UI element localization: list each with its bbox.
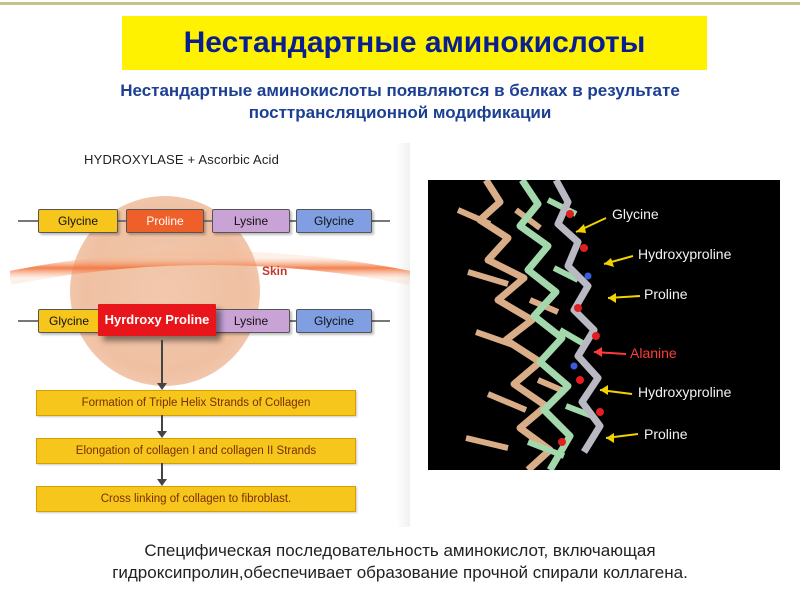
chain-top-proline: Proline (126, 209, 204, 233)
arrow-2-head (157, 431, 167, 438)
top-rule (0, 2, 800, 5)
hydroxyproline-box: Hyrdroxy Proline (98, 304, 216, 336)
step-2: Elongation of collagen I and collagen II… (36, 438, 356, 464)
slide-title: Нестандартные аминокислоты (183, 26, 646, 59)
collagen-molecule-image (456, 180, 641, 470)
subtitle-line-2: посттрансляционной модификации (248, 103, 552, 122)
molecule-label-proline-1: Proline (644, 286, 688, 302)
title-highlight (122, 16, 707, 70)
enzyme-label: HYDROXYLASE + Ascorbic Acid (84, 152, 280, 167)
subtitle-line-1: Нестандартные аминокислоты появляются в … (120, 81, 680, 100)
slide-caption: Специфическая последовательность аминоки… (20, 540, 780, 584)
arrow-1-head (157, 383, 167, 390)
chain-top-glycine-2: Glycine (296, 209, 372, 233)
arrow-1-shaft (161, 340, 163, 384)
molecule-label-hydroxyproline-2: Hydroxyproline (638, 384, 732, 400)
arrow-3-head (157, 479, 167, 486)
skin-label: Skin (262, 264, 288, 278)
chain-bottom-glycine-1: Glycine (38, 309, 100, 333)
slide-subtitle: Нестандартные аминокислоты появляются в … (40, 80, 760, 124)
chain-bottom-lysine: Lysine (212, 309, 290, 333)
caption-line-1: Специфическая последовательность аминоки… (144, 541, 656, 560)
panel-shade (396, 143, 410, 527)
collagen-molecule-panel (428, 180, 780, 470)
chain-top-lysine: Lysine (212, 209, 290, 233)
molecule-label-alanine: Alanine (630, 345, 677, 361)
molecule-label-glycine: Glycine (612, 206, 659, 222)
step-3: Cross linking of collagen to fibroblast. (36, 486, 356, 512)
step-1: Formation of Triple Helix Strands of Col… (36, 390, 356, 416)
caption-line-2: гидроксипролин,обеспечивает образование … (112, 563, 688, 582)
chain-bottom-glycine-2: Glycine (296, 309, 372, 333)
chain-top-glycine-1: Glycine (38, 209, 118, 233)
chain-top-backbone (18, 220, 390, 222)
molecule-label-proline-2: Proline (644, 426, 688, 442)
skin-band (10, 251, 410, 285)
molecule-label-hydroxyproline-1: Hydroxyproline (638, 246, 732, 262)
arrow-2-shaft (161, 415, 163, 433)
arrow-3-shaft (161, 463, 163, 481)
